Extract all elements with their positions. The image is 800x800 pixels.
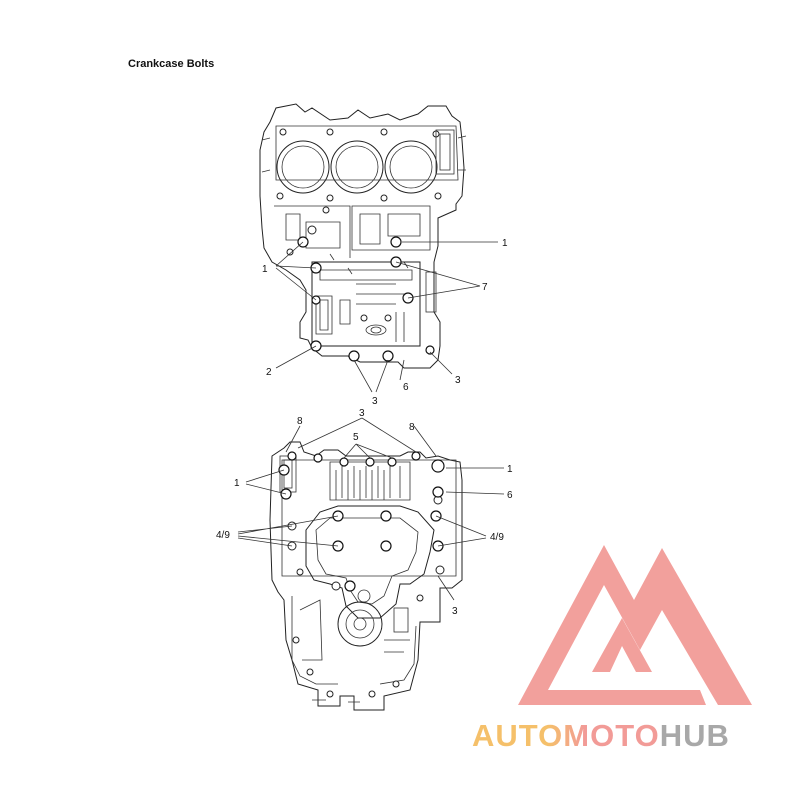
logo-text-hub: HUB xyxy=(659,718,730,753)
automotohub-logo-text: AUTOMOTOHUB xyxy=(472,718,730,754)
callout-label: 6 xyxy=(507,490,513,501)
callout-label: 1 xyxy=(507,464,513,475)
callout-label: 3 xyxy=(452,606,458,617)
callout-label: 3 xyxy=(359,408,365,419)
upper-callout-labels: 1 1 7 2 6 3 3 xyxy=(262,238,508,407)
callout-label: 4/9 xyxy=(216,530,230,541)
callout-label: 1 xyxy=(262,264,268,275)
lower-crankcase xyxy=(237,417,505,711)
callout-label: 4/9 xyxy=(490,532,504,543)
callout-label: 2 xyxy=(266,367,272,378)
callout-label: 8 xyxy=(297,416,303,427)
callout-label: 5 xyxy=(353,432,359,443)
callout-label: 7 xyxy=(482,282,488,293)
callout-label: 3 xyxy=(455,375,461,386)
callout-label: 1 xyxy=(234,478,240,489)
callout-label: 6 xyxy=(403,382,409,393)
diagram-title: Crankcase Bolts xyxy=(128,58,215,70)
callout-label: 3 xyxy=(372,396,378,407)
logo-text-automoto: AUTOMOTO xyxy=(472,718,660,753)
lower-callout-labels: 8 3 8 5 1 1 6 4/9 4/9 3 xyxy=(216,408,513,617)
callout-label: 8 xyxy=(409,422,415,433)
automotohub-logo-mark xyxy=(518,545,752,705)
upper-crankcase xyxy=(259,103,498,393)
callout-label: 1 xyxy=(502,238,508,249)
